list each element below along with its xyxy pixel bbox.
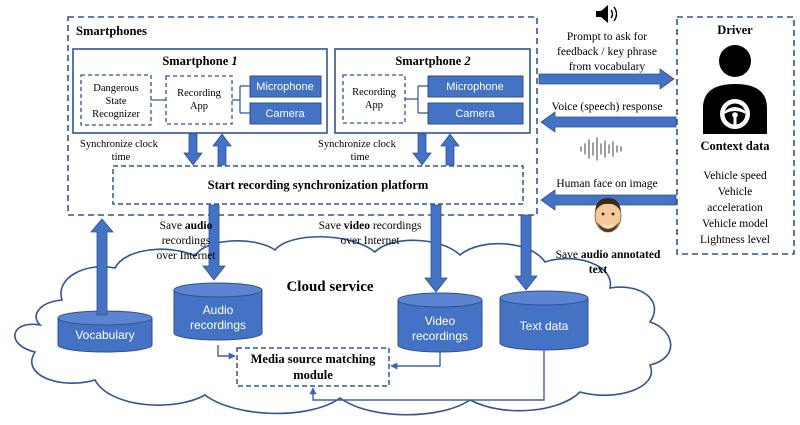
recording-app-2-line-2: App (365, 100, 383, 111)
recording-app-2 (342, 74, 406, 124)
smartphones-title: Smartphones (76, 24, 147, 38)
camera-1 (249, 102, 322, 125)
matching-label-2: module (293, 368, 333, 382)
prompt-line-2: feedback / key phrase (557, 46, 657, 58)
context-item-1: Vehicle speed (703, 170, 767, 182)
recognizer-line-3: Recognizer (92, 109, 140, 120)
arrow-vocabulary-up (90, 218, 114, 316)
arrow-audio-to-matching (217, 345, 236, 360)
cloud-link-arrows (90, 204, 538, 316)
recording-app-1-line-2: App (190, 101, 208, 112)
context-item-4: Vehicle model (702, 218, 768, 230)
cloud-shape (14, 235, 672, 416)
audio-recordings-label-1: Audio (203, 303, 234, 317)
upload-text-line-2: text (589, 264, 608, 276)
sync-platform (112, 165, 524, 205)
video-recordings-cylinder: Video recordings (397, 292, 483, 353)
microphone-1 (249, 75, 322, 98)
sync-label-1-line-2: time (112, 152, 131, 163)
arrow-audio-down (202, 204, 226, 281)
voice-response-label: Voice (speech) response (552, 101, 663, 113)
recording-app-2-line-1: Recording (352, 87, 396, 98)
smartphone-1-title: Smartphone 1 (162, 54, 237, 68)
face-label: Human face on image (556, 178, 657, 190)
arrow-text-down (514, 214, 538, 291)
audio-recordings-cylinder: Audio recordings (173, 282, 263, 341)
recognizer-line-1: Dangerous (93, 83, 139, 94)
sync-platform-label: Start recording synchronization platform (208, 178, 429, 192)
waveform-icon (580, 137, 622, 161)
matching-label-1: Media source matching (251, 352, 377, 366)
prompt-line-1: Prompt to ask for (567, 31, 647, 43)
context-item-3: acceleration (707, 202, 763, 214)
text-data-cylinder: Text data (499, 290, 589, 351)
upload-audio-line-2: recordings (162, 235, 211, 247)
arrow-phone1-down (183, 133, 203, 166)
prompt-line-3: from vocabulary (569, 61, 646, 73)
arrow-prompt-to-driver (538, 68, 675, 90)
upload-text-line-1: Save audio annotated (556, 249, 661, 261)
microphone-1-label: Microphone (256, 81, 313, 93)
sync-label-2-line-2: time (351, 152, 370, 163)
media-matching-module (236, 347, 390, 387)
sync-label-1-line-1: Synchronize clock (80, 139, 159, 150)
microphone-2-label: Microphone (446, 81, 503, 93)
camera-1-label: Camera (265, 108, 305, 120)
upload-video-line-2: over Internet (340, 235, 400, 247)
recognizer-line-2: State (106, 96, 127, 107)
phone-platform-arrows (183, 133, 460, 166)
context-item-5: Lightness level (700, 234, 770, 246)
arrow-voice-to-phone (540, 111, 677, 133)
arrow-phone2-down (412, 133, 432, 166)
camera-2-label: Camera (455, 108, 495, 120)
arrow-video-down (424, 204, 448, 293)
cloud-title: Cloud service (286, 279, 373, 295)
vocabulary-label: Vocabulary (75, 328, 134, 342)
arrow-phone1-up (212, 133, 232, 166)
driver-icon (703, 45, 767, 134)
audio-recordings-label-2: recordings (190, 318, 246, 332)
microphone-2 (427, 75, 524, 98)
app-2-connector (405, 85, 428, 114)
sync-label-2-line-1: Synchronize clock (318, 139, 397, 150)
camera-2 (427, 102, 524, 125)
upload-audio-line-1: Save audio (160, 220, 213, 232)
video-recordings-label-1: Video (425, 314, 456, 328)
context-item-2: Vehicle (718, 186, 752, 198)
upload-audio-line-3: over Internet (156, 250, 216, 262)
recording-app-1 (165, 75, 233, 125)
vocabulary-cylinder: Vocabulary (57, 310, 153, 353)
speaker-icon (596, 5, 618, 23)
upload-video-line-1: Save video recordings (319, 220, 422, 232)
smartphone-2-title: Smartphone 2 (395, 54, 470, 68)
arrow-video-to-matching (390, 352, 441, 370)
text-data-label: Text data (520, 319, 569, 333)
recording-app-1-line-1: Recording (177, 88, 221, 99)
video-recordings-label-2: recordings (412, 329, 468, 343)
human-face-icon (594, 198, 622, 233)
app-1-connector (232, 85, 250, 114)
arrow-phone2-up (440, 133, 460, 166)
arrow-text-to-matching (309, 350, 545, 401)
driver-title: Driver (717, 23, 753, 37)
context-title: Context data (700, 139, 770, 153)
